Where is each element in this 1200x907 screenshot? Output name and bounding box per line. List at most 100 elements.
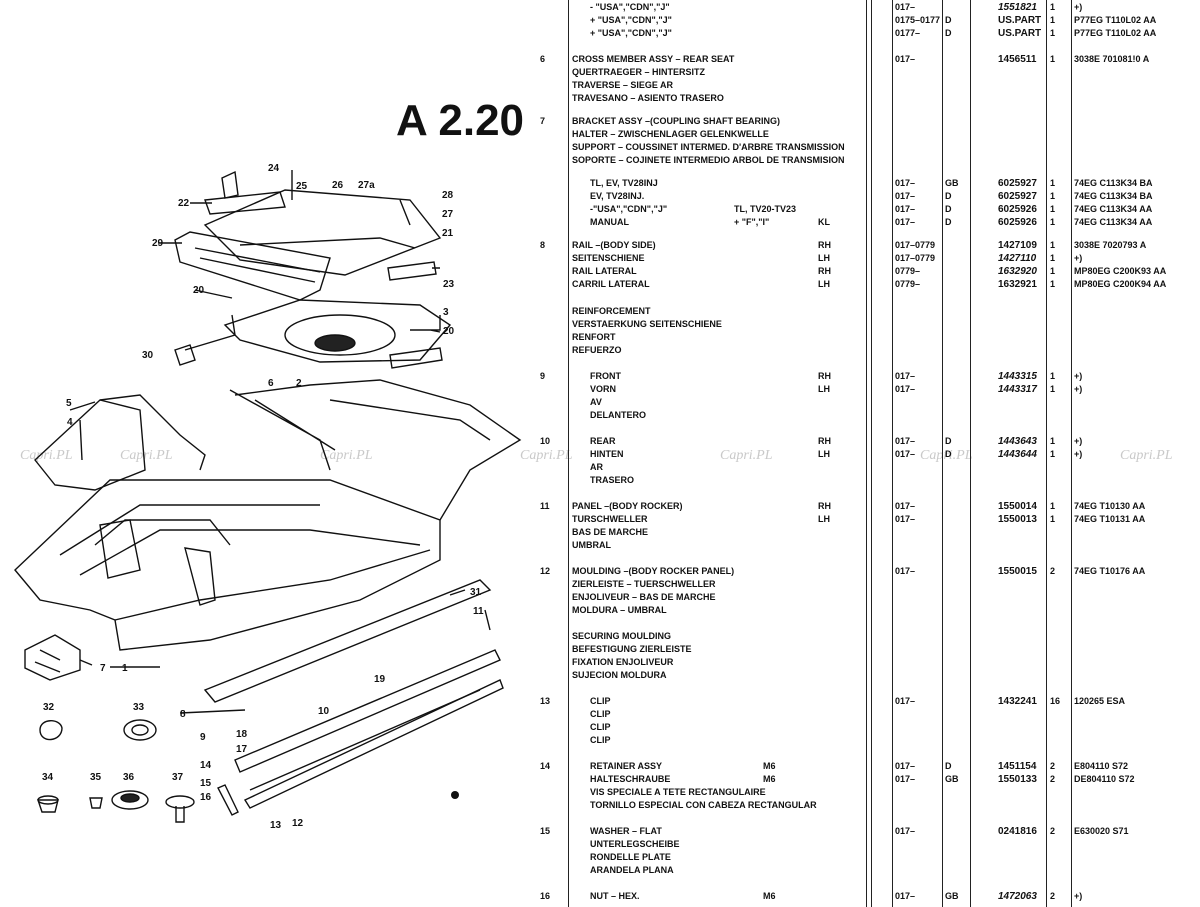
callout-label: 5 xyxy=(66,398,72,409)
callout-label: 10 xyxy=(318,706,330,717)
reference-number: 74EG C113K34 BA xyxy=(1074,178,1153,188)
item-number: 16 xyxy=(540,891,551,901)
date-range: 017– xyxy=(895,217,916,227)
callout-label: 36 xyxy=(123,772,135,783)
reference-number: E804110 S72 xyxy=(1074,761,1129,771)
reference-number: +) xyxy=(1074,449,1083,459)
callout-label: 25 xyxy=(296,181,308,192)
quantity: 1 xyxy=(1050,240,1056,250)
side-code: LH xyxy=(818,514,830,524)
description: VERSTAERKUNG SEITENSCHIENE xyxy=(572,319,722,329)
column-rule xyxy=(970,0,971,907)
callout-label: 24 xyxy=(268,163,280,174)
quantity: 1 xyxy=(1050,279,1056,289)
callout-label: 3 xyxy=(443,307,449,318)
watermark: Capri.PL xyxy=(320,448,373,463)
description: REFUERZO xyxy=(572,345,622,355)
column-rule xyxy=(892,0,893,907)
watermark: Capri.PL xyxy=(20,448,73,463)
description: REAR xyxy=(590,436,616,446)
part-number: 6025927 xyxy=(998,178,1037,189)
market-code: GB xyxy=(945,178,959,188)
date-range: 017– xyxy=(895,514,916,524)
callout-label: 34 xyxy=(42,772,54,783)
callout-label: 26 xyxy=(332,180,344,191)
part-number: 1632921 xyxy=(998,279,1037,290)
description: TRASERO xyxy=(590,475,635,485)
description: MOLDURA – UMBRAL xyxy=(572,605,667,615)
description: RENFORT xyxy=(572,332,616,342)
quantity: 2 xyxy=(1050,761,1056,771)
description: CARRIL LATERAL xyxy=(572,279,650,289)
side-code: LH xyxy=(818,449,830,459)
description: ARANDELA PLANA xyxy=(590,865,674,875)
part-number: 1632920 xyxy=(998,266,1037,277)
description: RAIL LATERAL xyxy=(572,266,637,276)
date-range: 0779– xyxy=(895,279,921,289)
item-number: 12 xyxy=(540,566,551,576)
quantity: 1 xyxy=(1050,15,1056,25)
column-rule xyxy=(942,0,943,907)
callout-label: 20 xyxy=(443,326,455,337)
reference-number: +) xyxy=(1074,371,1083,381)
reference-number: DE804110 S72 xyxy=(1074,774,1135,784)
section-code: A 2.20 xyxy=(396,96,525,145)
callout-label: 17 xyxy=(236,744,248,755)
quantity: 2 xyxy=(1050,891,1056,901)
date-range: 017– xyxy=(895,2,916,12)
date-range: 017– xyxy=(895,774,916,784)
size-code: M6 xyxy=(763,761,776,771)
callout-label: 20 xyxy=(193,285,205,296)
item-number: 8 xyxy=(540,240,546,250)
date-range: 017– xyxy=(895,449,916,459)
date-range: 017– xyxy=(895,191,916,201)
date-range: 017– xyxy=(895,891,916,901)
part-number: 1451154 xyxy=(998,761,1037,772)
description: EV, TV28INJ. xyxy=(590,191,645,201)
part-number: 1427110 xyxy=(998,253,1037,264)
description: HALTESCHRAUBE xyxy=(590,774,671,784)
quantity: 1 xyxy=(1050,501,1056,511)
description: + "USA","CDN","J" xyxy=(590,28,672,38)
callout-label: 6 xyxy=(268,378,274,389)
description: SUJECION MOLDURA xyxy=(572,670,667,680)
date-range: 017– xyxy=(895,761,916,771)
description: SOPORTE – COJINETE INTERMEDIO ARBOL DE T… xyxy=(572,155,845,165)
description: BEFESTIGUNG ZIERLEISTE xyxy=(572,644,692,654)
market-code: D xyxy=(945,15,952,25)
description: SEITENSCHIENE xyxy=(572,253,645,263)
callout-label: 27 xyxy=(442,209,454,220)
part-number: 6025926 xyxy=(998,217,1037,228)
reference-number: P77EG T110L02 AA xyxy=(1074,15,1157,25)
callout-label: 15 xyxy=(200,778,212,789)
callout-label: 33 xyxy=(133,702,145,713)
side-code: RH xyxy=(818,240,831,250)
reference-number: +) xyxy=(1074,384,1083,394)
description: -"USA","CDN","J" xyxy=(590,204,668,214)
side-code: KL xyxy=(818,217,830,227)
part-number: 1550015 xyxy=(998,566,1037,577)
description: TRAVERSE – SIEGE AR xyxy=(572,80,674,90)
callout-label: 35 xyxy=(90,772,102,783)
column-rule xyxy=(568,0,569,907)
watermark: Capri.PL xyxy=(1120,448,1173,463)
description: REINFORCEMENT xyxy=(572,306,651,316)
side-code: LH xyxy=(818,253,830,263)
part-number: 1443644 xyxy=(998,449,1037,460)
reference-number: 74EG C113K34 AA xyxy=(1074,204,1153,214)
description: MOULDING –(BODY ROCKER PANEL) xyxy=(572,566,735,576)
quantity: 1 xyxy=(1050,54,1056,64)
part-number: 1472063 xyxy=(998,891,1037,902)
quantity: 1 xyxy=(1050,217,1056,227)
part-number: 0241816 xyxy=(998,826,1037,837)
reference-number: 74EG C113K34 AA xyxy=(1074,217,1153,227)
market-code: GB xyxy=(945,774,959,784)
date-range: 017– xyxy=(895,436,916,446)
description: CLIP xyxy=(590,735,611,745)
description: NUT – HEX. xyxy=(590,891,640,901)
part-number: 1432241 xyxy=(998,696,1037,707)
side-code: RH xyxy=(818,266,831,276)
reference-number: +) xyxy=(1074,253,1083,263)
callout-labels: 24 25 26 27a 28 22 27 29 21 23 20 3 20 3… xyxy=(42,163,484,831)
reference-number: MP80EG C200K94 AA xyxy=(1074,279,1167,289)
